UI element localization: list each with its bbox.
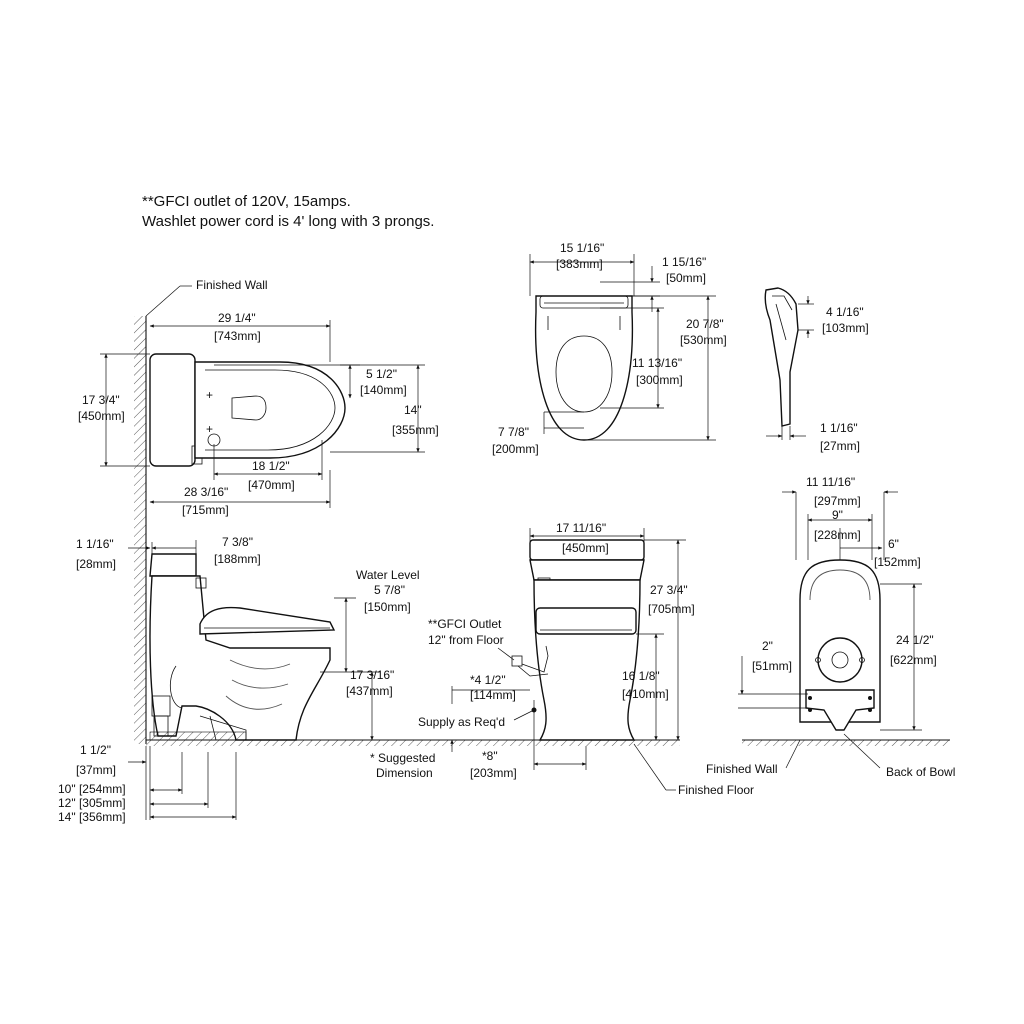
svg-text:15 1/16": 15 1/16" bbox=[560, 241, 604, 255]
svg-text:17 11/16": 17 11/16" bbox=[556, 521, 606, 535]
svg-text:[27mm]: [27mm] bbox=[820, 439, 860, 453]
svg-text:9": 9" bbox=[832, 508, 843, 522]
tank-plan bbox=[149, 353, 196, 467]
svg-text:7 3/8": 7 3/8" bbox=[222, 535, 253, 549]
svg-text:7 7/8": 7 7/8" bbox=[498, 425, 529, 439]
svg-text:11 13/16": 11 13/16" bbox=[632, 356, 682, 370]
svg-text:[28mm]: [28mm] bbox=[76, 557, 116, 571]
svg-text:Water Level: Water Level bbox=[356, 568, 420, 582]
front-view: 17 11/16" [450mm] 27 3/4" [705mm] 16 1/8… bbox=[370, 521, 754, 797]
floor-hatch bbox=[146, 740, 680, 746]
mount-bracket bbox=[805, 689, 875, 731]
svg-text:Supply as Req'd: Supply as Req'd bbox=[418, 715, 505, 729]
svg-text:4 1/16": 4 1/16" bbox=[826, 305, 864, 319]
svg-text:Finished Wall: Finished Wall bbox=[706, 762, 778, 776]
svg-text:[450mm]: [450mm] bbox=[78, 409, 125, 423]
gfci-outlet-icon bbox=[511, 655, 523, 667]
seat-top-view: 15 1/16" [383mm] 1 15/16" [50mm] 20 7/8"… bbox=[492, 241, 727, 456]
svg-text:[50mm]: [50mm] bbox=[666, 271, 706, 285]
svg-text:5 7/8": 5 7/8" bbox=[374, 583, 405, 597]
label-finished-wall: Finished Wall bbox=[196, 278, 268, 292]
svg-text:[114mm]: [114mm] bbox=[470, 688, 516, 702]
svg-text:[300mm]: [300mm] bbox=[636, 373, 683, 387]
svg-text:[228mm]: [228mm] bbox=[814, 528, 861, 542]
bowl-plan bbox=[194, 361, 346, 459]
svg-text:2": 2" bbox=[762, 639, 773, 653]
svg-text:17 3/16": 17 3/16" bbox=[350, 668, 394, 682]
svg-text:Dimension: Dimension bbox=[376, 766, 433, 780]
outlet-flange bbox=[817, 637, 863, 683]
rough-in-14: 14" [356mm] bbox=[58, 810, 126, 824]
seat-side-view: 4 1/16" [103mm] 1 1/16" [27mm] bbox=[764, 287, 869, 453]
svg-text:1 1/16": 1 1/16" bbox=[76, 537, 114, 551]
svg-text:**GFCI Outlet: **GFCI Outlet bbox=[428, 617, 502, 631]
svg-text:1 1/2": 1 1/2" bbox=[80, 743, 111, 757]
seat-front bbox=[535, 607, 637, 635]
svg-text:*4 1/2": *4 1/2" bbox=[470, 673, 506, 687]
svg-text:1 15/16": 1 15/16" bbox=[662, 255, 706, 269]
svg-text:[530mm]: [530mm] bbox=[680, 333, 727, 347]
svg-text:[450mm]: [450mm] bbox=[562, 541, 609, 555]
wall-hatch bbox=[134, 316, 146, 744]
svg-text:16 1/8": 16 1/8" bbox=[622, 669, 660, 683]
svg-text:[383mm]: [383mm] bbox=[556, 257, 603, 271]
bowl-side bbox=[149, 575, 331, 741]
svg-text:+: + bbox=[206, 388, 213, 402]
svg-text:* Suggested: * Suggested bbox=[370, 751, 435, 765]
svg-text:[715mm]: [715mm] bbox=[182, 503, 229, 517]
svg-text:6": 6" bbox=[888, 537, 899, 551]
tank-lid-side bbox=[149, 553, 197, 577]
rear-view: 11 11/16" [297mm] 9" [228mm] 6" [152mm] … bbox=[706, 475, 955, 779]
svg-text:[203mm]: [203mm] bbox=[470, 766, 517, 780]
svg-text:5 1/2": 5 1/2" bbox=[366, 367, 397, 381]
seat-outline bbox=[534, 295, 634, 441]
svg-text:[470mm]: [470mm] bbox=[248, 478, 295, 492]
svg-text:[140mm]: [140mm] bbox=[360, 383, 407, 397]
svg-text:[200mm]: [200mm] bbox=[492, 442, 539, 456]
svg-text:[622mm]: [622mm] bbox=[890, 653, 937, 667]
seat-opening bbox=[231, 395, 267, 421]
svg-text:Finished Floor: Finished Floor bbox=[678, 783, 754, 797]
svg-text:[51mm]: [51mm] bbox=[752, 659, 792, 673]
svg-text:12" from Floor: 12" from Floor bbox=[428, 633, 504, 647]
svg-text:24 1/2": 24 1/2" bbox=[896, 633, 934, 647]
svg-text:[355mm]: [355mm] bbox=[392, 423, 439, 437]
svg-text:1 1/16": 1 1/16" bbox=[820, 421, 858, 435]
svg-text:28 3/16": 28 3/16" bbox=[184, 485, 228, 499]
bowl-front bbox=[533, 579, 641, 741]
svg-text:[103mm]: [103mm] bbox=[822, 321, 869, 335]
rough-in-10: 10" [254mm] bbox=[58, 782, 126, 796]
svg-text:[37mm]: [37mm] bbox=[76, 763, 116, 777]
svg-text:[410mm]: [410mm] bbox=[622, 687, 669, 701]
plan-view: Finished Wall + + 29 1/4" [743mm] 17 3/4… bbox=[78, 278, 439, 744]
notes: **GFCI outlet of 120V, 15amps. Washlet p… bbox=[142, 193, 434, 230]
svg-text:[188mm]: [188mm] bbox=[214, 552, 261, 566]
note-power-cord: Washlet power cord is 4' long with 3 pro… bbox=[142, 213, 434, 230]
svg-text:11 11/16": 11 11/16" bbox=[806, 475, 855, 489]
svg-text:[705mm]: [705mm] bbox=[648, 602, 695, 616]
note-gfci: **GFCI outlet of 120V, 15amps. bbox=[142, 193, 351, 210]
svg-text:[297mm]: [297mm] bbox=[814, 494, 861, 508]
washlet-seat-side bbox=[199, 606, 336, 635]
svg-text:14": 14" bbox=[404, 403, 422, 417]
rough-in-12: 12" [305mm] bbox=[58, 796, 126, 810]
svg-text:+: + bbox=[206, 422, 213, 436]
svg-text:Back of Bowl: Back of Bowl bbox=[886, 765, 955, 779]
svg-text:18 1/2": 18 1/2" bbox=[252, 459, 290, 473]
svg-text:[150mm]: [150mm] bbox=[364, 600, 411, 614]
svg-text:17 3/4": 17 3/4" bbox=[82, 393, 120, 407]
side-view: 1 1/16" [28mm] 7 3/8" [188mm] Water Leve… bbox=[58, 535, 680, 824]
svg-text:29 1/4": 29 1/4" bbox=[218, 311, 256, 325]
svg-text:27 3/4": 27 3/4" bbox=[650, 583, 688, 597]
svg-text:[437mm]: [437mm] bbox=[346, 684, 393, 698]
svg-text:[152mm]: [152mm] bbox=[874, 555, 921, 569]
seat-profile bbox=[764, 287, 799, 427]
svg-text:[743mm]: [743mm] bbox=[214, 329, 261, 343]
svg-text:*8": *8" bbox=[482, 749, 498, 763]
svg-text:20 7/8": 20 7/8" bbox=[686, 317, 724, 331]
